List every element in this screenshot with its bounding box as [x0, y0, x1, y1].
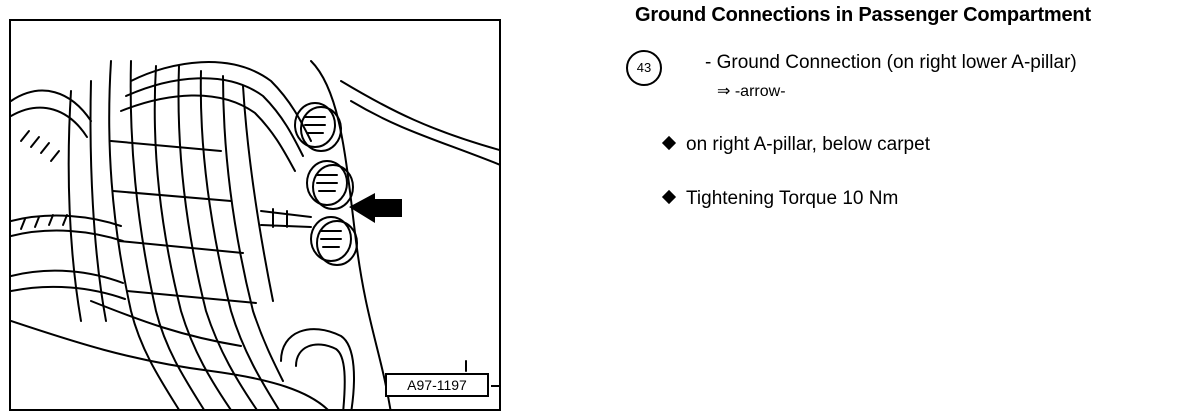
a-pillar-illustration	[11, 60, 499, 409]
item-reference: ⇒ -arrow-	[717, 83, 786, 100]
figure-label: A97-1197	[385, 373, 489, 397]
note-text: Tightening Torque 10 Nm	[686, 188, 899, 209]
harness-clip	[280, 328, 355, 409]
illustration-figure: A97-1197	[9, 19, 501, 411]
item-number-badge: 43	[626, 50, 662, 86]
diamond-bullet-icon	[661, 135, 677, 151]
label-leader-line	[491, 385, 499, 387]
note-text: on right A-pillar, below carpet	[686, 134, 930, 155]
item-description: - Ground Connection (on right lower A-pi…	[705, 52, 1077, 73]
ground-bolts	[294, 102, 358, 266]
wiring-harness	[11, 60, 312, 409]
page-title: Ground Connections in Passenger Compartm…	[635, 4, 1091, 26]
note-item: on right A-pillar, below carpet	[661, 134, 930, 156]
diamond-bullet-icon	[661, 189, 677, 205]
ground-terminal	[260, 208, 312, 228]
note-item: Tightening Torque 10 Nm	[661, 188, 899, 210]
